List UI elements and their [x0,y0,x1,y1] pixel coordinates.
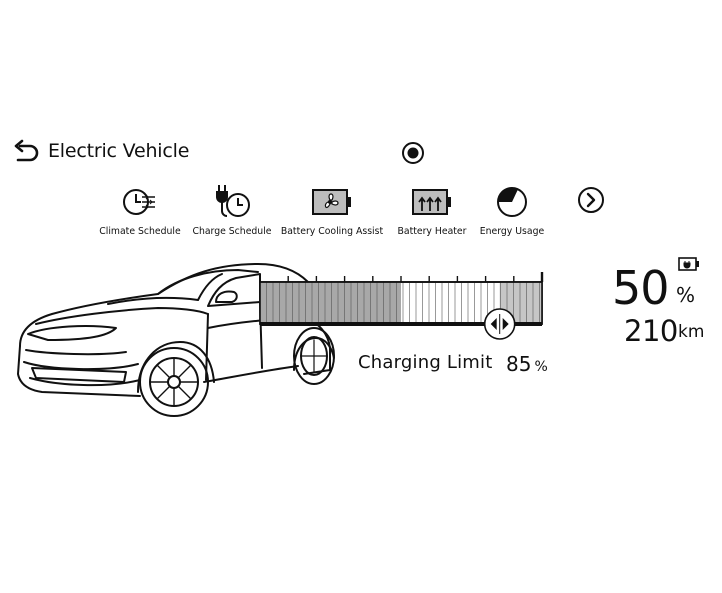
battery-heater-icon [412,189,451,215]
battery-plug-icon [678,256,700,272]
shortcut-label: Battery Cooling Assist [280,226,384,237]
energy-usage-icon [497,187,527,217]
charging-limit-handle[interactable] [483,308,516,340]
battery-heater-button[interactable]: Battery Heater [395,182,469,237]
battery-level-unit: % [676,283,696,307]
charging-limit-number: 85 [506,352,532,376]
charge-schedule-button[interactable]: Charge Schedule [190,182,274,237]
next-page-button[interactable] [575,184,607,216]
charging-limit-unit: % [534,359,548,375]
shortcut-label: Battery Heater [397,226,467,237]
page-title: Electric Vehicle [48,140,190,162]
charging-limit-value: 85% [506,352,548,376]
battery-cooling-icon [312,189,351,215]
gauge-ticks [259,272,544,282]
charge-schedule-icon [216,185,250,217]
charged-fill [260,282,401,324]
range-unit: km [678,322,705,342]
back-arrow-icon [14,139,39,162]
energy-usage-button[interactable]: Energy Usage [478,182,546,237]
battery-segments [266,282,540,324]
shortcut-label: Charge Schedule [192,226,272,237]
vehicle-illustration [8,258,358,428]
shortcut-label: Energy Usage [479,226,545,237]
charging-limit-label: Charging Limit [358,352,493,373]
climate-schedule-icon [123,189,155,215]
battery-gauge [258,268,548,340]
battery-level-value: 50 [612,261,670,315]
back-button[interactable] [10,138,44,166]
shortcut-label: Climate Schedule [99,226,181,237]
range-value: 210 [624,314,678,348]
battery-cooling-assist-button[interactable]: Battery Cooling Assist [280,182,384,237]
target-icon [399,140,427,166]
chevron-right-icon [578,187,604,213]
climate-schedule-button[interactable]: Climate Schedule [96,182,184,237]
